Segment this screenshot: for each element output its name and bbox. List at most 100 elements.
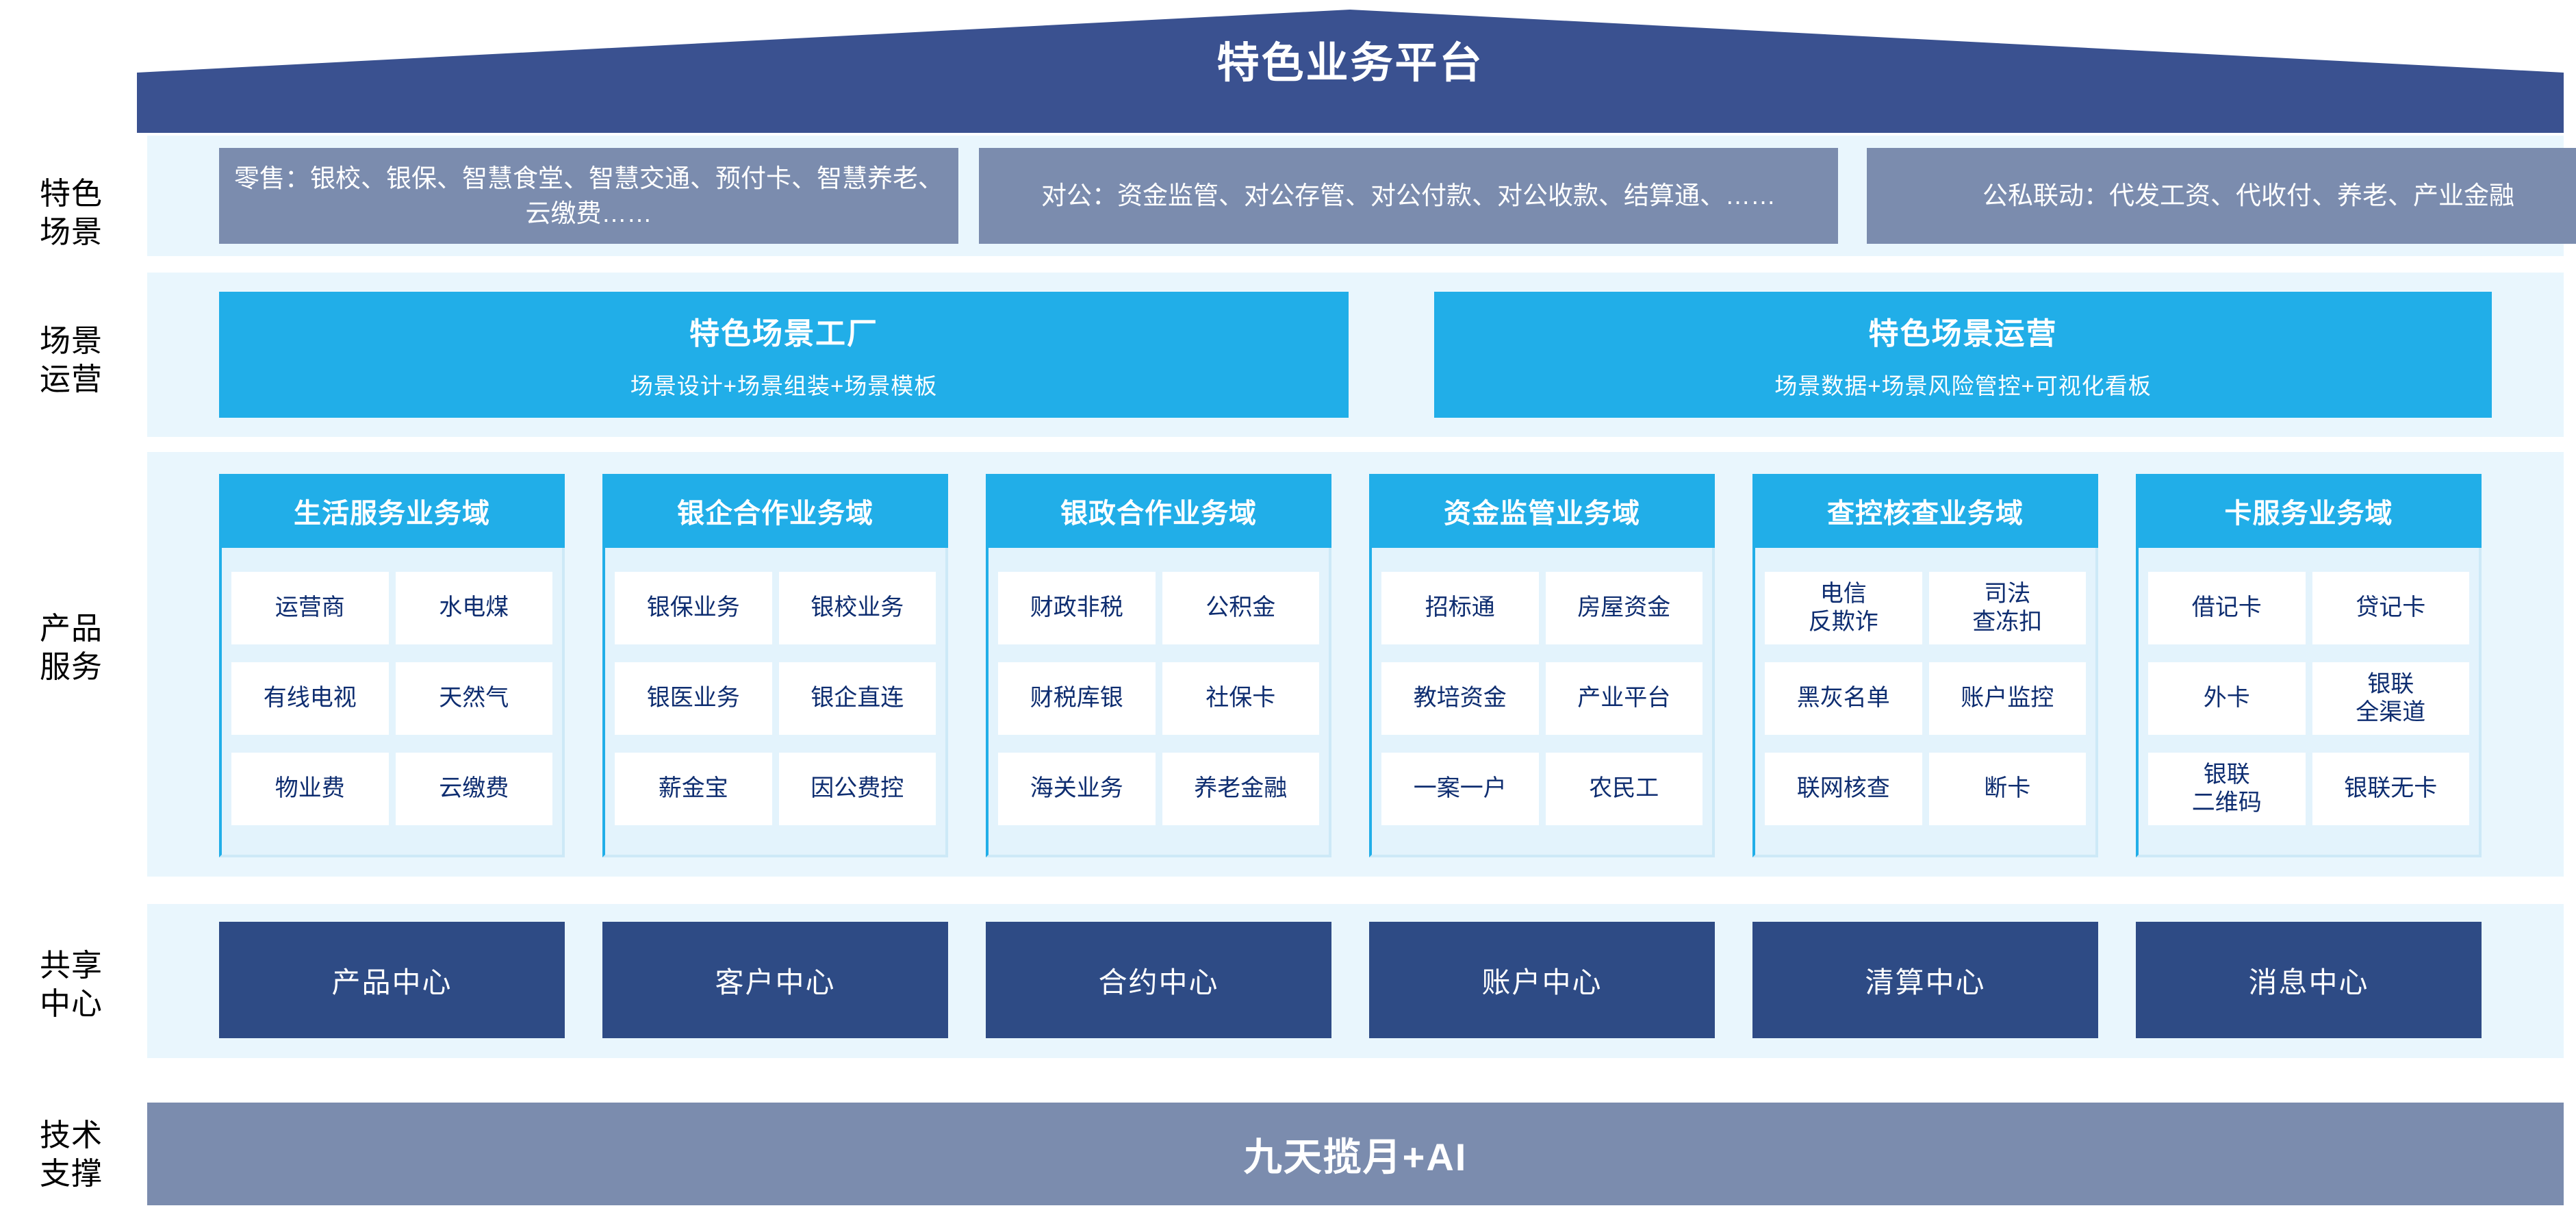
product-cell[interactable]: 社保卡	[1162, 662, 1319, 735]
product-row: 一案一户 农民工	[1381, 753, 1703, 825]
product-cell[interactable]: 财政非税	[998, 572, 1156, 644]
tech-support-bar[interactable]: 九天揽月+AI	[147, 1103, 2564, 1205]
product-cell[interactable]: 电信 反欺诈	[1765, 572, 1922, 644]
product-row: 借记卡 贷记卡	[2148, 572, 2469, 644]
product-row: 电信 反欺诈 司法 查冻扣	[1765, 572, 2086, 644]
operations-box-running[interactable]: 特色场景运营 场景数据+场景风险管控+可视化看板	[1434, 292, 2492, 418]
product-row: 招标通 房屋资金	[1381, 572, 1703, 644]
product-cell[interactable]: 银联 二维码	[2148, 753, 2306, 825]
roof-shape	[137, 10, 2564, 133]
product-row: 财税库银 社保卡	[998, 662, 1319, 735]
product-cell[interactable]: 有线电视	[231, 662, 389, 735]
scenarios-panel: 零售：银校、银保、智慧食堂、智慧交通、预付卡、智慧养老、云缴费…… 对公：资金监…	[147, 136, 2576, 256]
product-domain-column[interactable]: 查控核查业务域 电信 反欺诈 司法 查冻扣 黑灰名单 账户监控 联网核查 断卡	[1752, 474, 2098, 857]
product-cell[interactable]: 教培资金	[1381, 662, 1539, 735]
product-domain-body: 借记卡 贷记卡 外卡 银联 全渠道 银联 二维码 银联无卡	[2136, 548, 2482, 857]
product-cell[interactable]: 水电煤	[395, 572, 552, 644]
product-cell[interactable]: 农民工	[1545, 753, 1703, 825]
operations-title: 特色场景工厂	[689, 317, 878, 351]
product-cell[interactable]: 一案一户	[1381, 753, 1539, 825]
product-row: 有线电视 天然气	[231, 662, 552, 735]
product-cell[interactable]: 银校业务	[778, 572, 936, 644]
product-cell[interactable]: 运营商	[231, 572, 389, 644]
product-services-panel: 生活服务业务域 运营商 水电煤 有线电视 天然气 物业费 云缴费 银企合作业务域	[147, 452, 2564, 877]
product-row: 银医业务 银企直连	[615, 662, 936, 735]
product-cell[interactable]: 产业平台	[1545, 662, 1703, 735]
product-domain-body: 运营商 水电煤 有线电视 天然气 物业费 云缴费	[219, 548, 565, 857]
product-domain-body: 财政非税 公积金 财税库银 社保卡 海关业务 养老金融	[986, 548, 1331, 857]
product-cell[interactable]: 因公费控	[778, 753, 936, 825]
shared-center-box[interactable]: 清算中心	[1752, 922, 2098, 1038]
operations-box-factory[interactable]: 特色场景工厂 场景设计+场景组装+场景模板	[219, 292, 1349, 418]
product-domain-title: 银政合作业务域	[986, 474, 1331, 548]
row-label-shared-centers: 共享 中心	[39, 948, 103, 1021]
shared-centers-panel: 产品中心 客户中心 合约中心 账户中心 清算中心 消息中心	[147, 904, 2564, 1058]
product-row: 黑灰名单 账户监控	[1765, 662, 2086, 735]
product-cell[interactable]: 银保业务	[615, 572, 772, 644]
product-row: 教培资金 产业平台	[1381, 662, 1703, 735]
shared-center-box[interactable]: 合约中心	[986, 922, 1331, 1038]
product-cell[interactable]: 贷记卡	[2312, 572, 2469, 644]
product-row: 联网核查 断卡	[1765, 753, 2086, 825]
product-cell[interactable]: 司法 查冻扣	[1928, 572, 2086, 644]
product-cell[interactable]: 天然气	[395, 662, 552, 735]
product-row: 财政非税 公积金	[998, 572, 1319, 644]
product-cell[interactable]: 银医业务	[615, 662, 772, 735]
product-domain-title: 银企合作业务域	[602, 474, 948, 548]
product-cell[interactable]: 物业费	[231, 753, 389, 825]
product-domain-column[interactable]: 生活服务业务域 运营商 水电煤 有线电视 天然气 物业费 云缴费	[219, 474, 565, 857]
product-row: 运营商 水电煤	[231, 572, 552, 644]
product-cell[interactable]: 房屋资金	[1545, 572, 1703, 644]
product-cell[interactable]: 招标通	[1381, 572, 1539, 644]
product-cell[interactable]: 银联无卡	[2312, 753, 2469, 825]
operations-panel: 特色场景工厂 场景设计+场景组装+场景模板 特色场景运营 场景数据+场景风险管控…	[147, 273, 2564, 437]
product-cell[interactable]: 云缴费	[395, 753, 552, 825]
product-domain-column[interactable]: 银企合作业务域 银保业务 银校业务 银医业务 银企直连 薪金宝 因公费控	[602, 474, 948, 857]
product-cell[interactable]: 薪金宝	[615, 753, 772, 825]
product-domain-title: 卡服务业务域	[2136, 474, 2482, 548]
product-cell[interactable]: 海关业务	[998, 753, 1156, 825]
product-cell[interactable]: 银企直连	[778, 662, 936, 735]
product-row: 外卡 银联 全渠道	[2148, 662, 2469, 735]
page-title: 特色业务平台	[1216, 40, 1484, 87]
product-cell[interactable]: 养老金融	[1162, 753, 1319, 825]
product-domain-body: 电信 反欺诈 司法 查冻扣 黑灰名单 账户监控 联网核查 断卡	[1752, 548, 2098, 857]
product-row: 海关业务 养老金融	[998, 753, 1319, 825]
product-row: 银联 二维码 银联无卡	[2148, 753, 2469, 825]
product-row: 薪金宝 因公费控	[615, 753, 936, 825]
product-cell[interactable]: 账户监控	[1928, 662, 2086, 735]
product-domain-column[interactable]: 资金监管业务域 招标通 房屋资金 教培资金 产业平台 一案一户 农民工	[1369, 474, 1715, 857]
scenario-box-public-private[interactable]: 公私联动：代发工资、代收付、养老、产业金融	[1867, 148, 2576, 244]
platform-header-banner: 特色业务平台	[137, 10, 2564, 133]
product-cell[interactable]: 银联 全渠道	[2312, 662, 2469, 735]
product-domain-title: 生活服务业务域	[219, 474, 565, 548]
product-row: 物业费 云缴费	[231, 753, 552, 825]
product-row: 银保业务 银校业务	[615, 572, 936, 644]
product-cell[interactable]: 公积金	[1162, 572, 1319, 644]
shared-center-box[interactable]: 产品中心	[219, 922, 565, 1038]
operations-title: 特色场景运营	[1868, 317, 2058, 351]
product-domain-title: 查控核查业务域	[1752, 474, 2098, 548]
product-cell[interactable]: 断卡	[1928, 753, 2086, 825]
product-cell[interactable]: 黑灰名单	[1765, 662, 1922, 735]
product-domain-column[interactable]: 银政合作业务域 财政非税 公积金 财税库银 社保卡 海关业务 养老金融	[986, 474, 1331, 857]
scenario-box-corporate[interactable]: 对公：资金监管、对公存管、对公付款、对公收款、结算通、……	[979, 148, 1838, 244]
product-cell[interactable]: 外卡	[2148, 662, 2306, 735]
row-label-scenarios: 特色 场景	[39, 176, 103, 249]
shared-center-box[interactable]: 消息中心	[2136, 922, 2482, 1038]
product-cell[interactable]: 联网核查	[1765, 753, 1922, 825]
product-cell[interactable]: 财税库银	[998, 662, 1156, 735]
operations-subtitle: 场景数据+场景风险管控+可视化看板	[1774, 373, 2152, 399]
product-domain-column[interactable]: 卡服务业务域 借记卡 贷记卡 外卡 银联 全渠道 银联 二维码 银联无卡	[2136, 474, 2482, 857]
scenario-box-retail[interactable]: 零售：银校、银保、智慧食堂、智慧交通、预付卡、智慧养老、云缴费……	[219, 148, 958, 244]
shared-center-box[interactable]: 账户中心	[1369, 922, 1715, 1038]
product-domain-body: 银保业务 银校业务 银医业务 银企直连 薪金宝 因公费控	[602, 548, 948, 857]
row-label-products: 产品 服务	[39, 611, 103, 684]
shared-center-box[interactable]: 客户中心	[602, 922, 948, 1038]
row-label-operations: 场景 运营	[39, 323, 103, 397]
product-domain-body: 招标通 房屋资金 教培资金 产业平台 一案一户 农民工	[1369, 548, 1715, 857]
product-domain-title: 资金监管业务域	[1369, 474, 1715, 548]
operations-subtitle: 场景设计+场景组装+场景模板	[630, 373, 938, 399]
product-cell[interactable]: 借记卡	[2148, 572, 2306, 644]
